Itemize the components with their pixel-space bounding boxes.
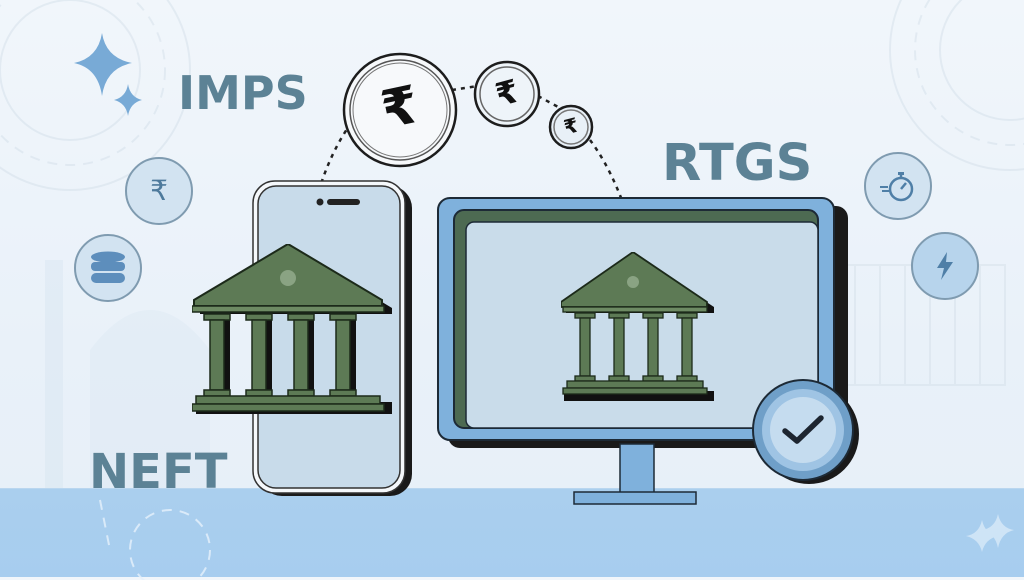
coin-stack-icon	[91, 251, 125, 283]
bank-building-icon-monitor	[561, 252, 717, 404]
stopwatch-badge	[864, 152, 932, 220]
sparkle-icon-small	[113, 83, 143, 117]
monument-silhouette-left	[30, 230, 250, 490]
sparkle-icon-floor	[960, 510, 1020, 560]
rupee-badge: ₹	[125, 157, 193, 225]
rupee-coin-medium: ₹	[473, 60, 541, 128]
rtgs-label: RTGS	[662, 134, 813, 193]
floor-band	[0, 488, 1024, 577]
rupee-coin-small: ₹	[548, 104, 594, 150]
mandala-decoration-right	[880, 0, 1024, 180]
coin-stack-badge	[74, 234, 142, 302]
rupee-icon: ₹	[150, 174, 168, 207]
neft-label: NEFT	[89, 444, 228, 500]
sparkle-icon-large	[72, 30, 136, 100]
check-icon	[782, 415, 824, 444]
stopwatch-icon	[880, 172, 914, 202]
dashed-path-decoration	[90, 490, 230, 580]
bank-building-icon-phone	[192, 244, 392, 420]
rupee-coin-large: ₹	[342, 52, 458, 168]
lightning-badge	[911, 232, 979, 300]
mandala-decoration-left	[0, 0, 200, 200]
imps-label: IMPS	[178, 66, 308, 120]
lightning-icon	[937, 252, 953, 280]
verified-check-badge	[747, 374, 867, 490]
